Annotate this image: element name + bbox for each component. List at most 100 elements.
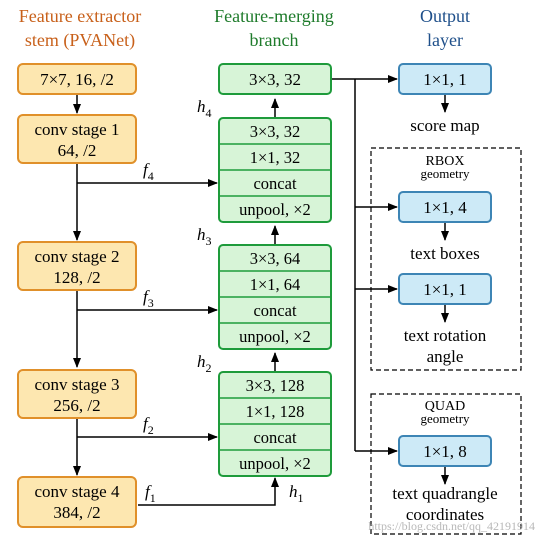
merge-row-1-3: unpool, ×2 [239, 327, 311, 346]
quad-title-line2: geometry [420, 411, 470, 426]
h-label-1-sub: 3 [206, 234, 212, 248]
f1-arrow [138, 477, 279, 506]
output-box-label-2: 1×1, 1 [423, 280, 467, 299]
output-caption-0-0: score map [410, 116, 479, 135]
stem-label-0: 7×7, 16, /2 [40, 70, 114, 89]
h-label-1: h3 [197, 225, 212, 248]
stem-label-4-a: conv stage 4 [35, 482, 120, 501]
merge-row-2-0: 3×3, 128 [246, 376, 305, 395]
h-label-2-main: h [197, 352, 206, 371]
watermark: https://blog.csdn.net/qq_42191914 [368, 519, 535, 533]
f-label-1-main: f [143, 287, 150, 306]
merge-header-line1: Feature-merging [214, 6, 334, 26]
output-2: 1×1, 1 text rotation angle [398, 273, 492, 366]
h-label-3-sub: 1 [298, 491, 304, 505]
stem-header-line1: Feature extractor [19, 6, 141, 26]
rbox-title-line2: geometry [420, 166, 470, 181]
stem-box-2 [17, 241, 137, 291]
h-label-3: h1 [289, 482, 304, 505]
output-caption-3-1: coordinates [406, 505, 484, 524]
stem-label-2-b: 128, /2 [53, 268, 100, 287]
stem-block-2: conv stage 2 128, /2 [17, 241, 137, 291]
f-label-0: f4 [143, 160, 154, 183]
f-label-0-sub: 4 [148, 169, 154, 183]
output-3: 1×1, 8 text quadrangle coordinates [392, 435, 498, 524]
merge-top-label: 3×3, 32 [249, 70, 301, 89]
stem-block-4: conv stage 4 384, /2 [17, 476, 137, 528]
output-1: 1×1, 4 text boxes [398, 191, 492, 263]
output-caption-3-0: text quadrangle [392, 484, 497, 503]
f-label-0-main: f [143, 160, 150, 179]
merge-row-2-3: unpool, ×2 [239, 454, 311, 473]
merge-row-0-2: concat [253, 174, 296, 193]
rbox-group [370, 147, 522, 371]
merge-row-0-1: 1×1, 32 [250, 148, 301, 167]
h-label-0-sub: 4 [206, 106, 212, 120]
stem-label-3-a: conv stage 3 [35, 375, 120, 394]
merge-header-line2: branch [250, 30, 299, 50]
f-label-2-main: f [143, 414, 150, 433]
stem-block-1: conv stage 1 64, /2 [17, 114, 137, 164]
output-box-0 [398, 63, 492, 95]
f-label-3-sub: 1 [150, 491, 156, 505]
merge-row-1-2: concat [253, 301, 296, 320]
output-box-1 [398, 191, 492, 223]
stem-box-4 [17, 476, 137, 528]
quad-group [370, 393, 522, 535]
merge-group-1: 3×3, 64 1×1, 64 concat unpool, ×2 [218, 244, 332, 350]
output-caption-1-0: text boxes [410, 244, 479, 263]
output-caption-2-1: angle [427, 347, 464, 366]
output-box-label-0: 1×1, 1 [423, 70, 467, 89]
merge-group-0: 3×3, 32 1×1, 32 concat unpool, ×2 [218, 117, 332, 223]
rbox-title-line1: RBOX [426, 154, 465, 169]
f-label-3-main: f [145, 482, 152, 501]
connectors [73, 75, 449, 506]
stem-label-2-a: conv stage 2 [35, 247, 120, 266]
stem-box-0 [17, 63, 137, 95]
merge-row-0-0: 3×3, 32 [250, 122, 301, 141]
h-label-0-main: h [197, 97, 206, 116]
merge-row-1-0: 3×3, 64 [250, 249, 301, 268]
merge-row-2-2: concat [253, 428, 296, 447]
output-0: 1×1, 1 score map [398, 63, 492, 135]
stem-label-1-b: 64, /2 [58, 141, 97, 160]
output-caption-2-0: text rotation [404, 326, 487, 345]
merge-row-1-1: 1×1, 64 [250, 275, 301, 294]
output-box-label-1: 1×1, 4 [423, 198, 467, 217]
merge-top-block: 3×3, 32 [218, 63, 332, 95]
stem-block-3: conv stage 3 256, /2 [17, 369, 137, 419]
stem-header-line2: stem (PVANet) [25, 30, 135, 51]
f-label-1-sub: 3 [148, 296, 154, 310]
merge-top-box [218, 63, 332, 95]
quad-title-line1: QUAD [425, 399, 465, 414]
stem-label-1-a: conv stage 1 [35, 120, 120, 139]
stem-block-0: 7×7, 16, /2 [17, 63, 137, 95]
output-box-label-3: 1×1, 8 [423, 442, 467, 461]
output-header-line2: layer [427, 30, 463, 50]
f-label-3: f1 [145, 482, 156, 505]
f-label-2-sub: 2 [148, 423, 154, 437]
h-label-1-main: h [197, 225, 206, 244]
f-label-2: f2 [143, 414, 154, 437]
h-label-0: h4 [197, 97, 212, 120]
output-header-line1: Output [420, 6, 470, 26]
stem-label-4-b: 384, /2 [53, 503, 100, 522]
stem-box-1 [17, 114, 137, 164]
output-box-3 [398, 435, 492, 467]
stem-box-3 [17, 369, 137, 419]
merge-row-0-3: unpool, ×2 [239, 200, 311, 219]
stem-label-3-b: 256, /2 [53, 396, 100, 415]
merge-group-2: 3×3, 128 1×1, 128 concat unpool, ×2 [218, 371, 332, 477]
h-label-2: h2 [197, 352, 212, 375]
h-label-2-sub: 2 [206, 361, 212, 375]
output-column: 1×1, 1 score map 1×1, 4 text boxes 1×1, 1 tex… [392, 63, 498, 524]
output-box-2 [398, 273, 492, 305]
h-label-3-main: h [289, 482, 298, 501]
f-label-1: f3 [143, 287, 154, 310]
merge-row-2-1: 1×1, 128 [246, 402, 305, 421]
